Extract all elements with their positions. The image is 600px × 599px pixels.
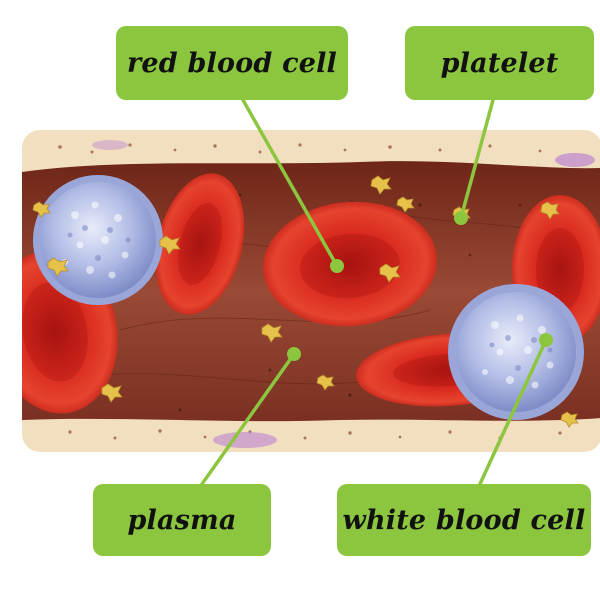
pointer-line-white-blood-cell xyxy=(478,338,548,486)
pointer-lines xyxy=(200,98,548,486)
label-platelet: platelet xyxy=(405,26,594,100)
red-blood-cell xyxy=(155,173,245,315)
white-blood-cell-highlighted xyxy=(448,284,584,420)
label-red-blood-cell: red blood cell xyxy=(116,26,348,100)
red-blood-cell-highlighted xyxy=(263,201,437,327)
pointer-dots xyxy=(287,211,553,361)
label-plasma-text: plasma xyxy=(127,504,237,536)
pointer-line-plasma xyxy=(200,352,296,486)
pointer-line-red-blood-cell xyxy=(241,98,339,268)
wall-cell-nucleus xyxy=(555,153,595,167)
pointer-dot-white-blood-cell xyxy=(539,333,553,347)
label-white-blood-cell: white blood cell xyxy=(337,484,591,556)
label-plasma: plasma xyxy=(93,484,271,556)
label-red-blood-cell-text: red blood cell xyxy=(126,47,338,79)
pointer-dot-platelet xyxy=(454,211,468,225)
pointer-dot-plasma xyxy=(287,347,301,361)
pointer-dot-red-blood-cell xyxy=(330,259,344,273)
label-platelet-text: platelet xyxy=(440,47,559,79)
label-white-blood-cell-text: white blood cell xyxy=(342,504,586,536)
wall-cell-nucleus xyxy=(92,140,128,150)
wall-cell-nucleus xyxy=(213,432,277,448)
white-blood-cell xyxy=(33,175,163,305)
pointer-line-platelet xyxy=(459,98,495,220)
